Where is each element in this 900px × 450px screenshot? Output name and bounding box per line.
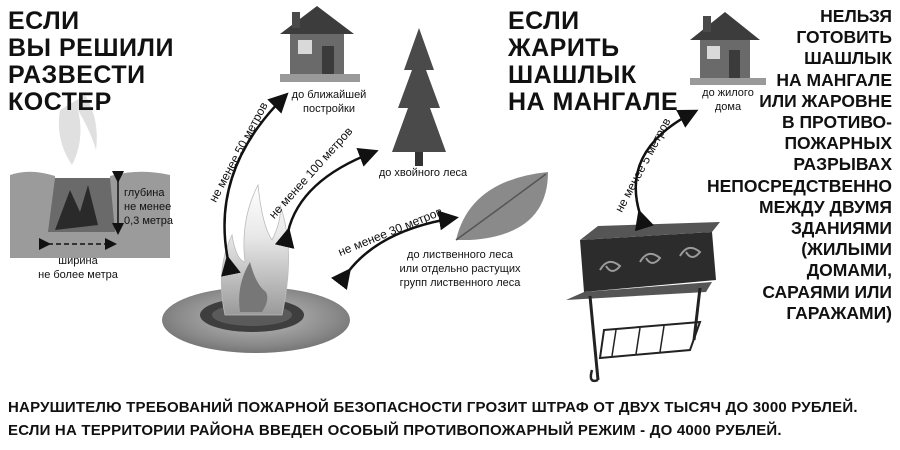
heading-grill: ЕСЛИ ЖАРИТЬ ШАШЛЫК НА МАНГАЛЕ [508, 7, 679, 116]
conifer-forest-label: до хвойного леса [378, 167, 468, 179]
residential-house-label: до жилого дома [702, 87, 754, 113]
distance-arrows [221, 92, 699, 290]
deciduous-forest-label: до лиственного леса или отдельно растущи… [399, 249, 521, 289]
house-icon-grill [690, 12, 766, 85]
heading-campfire: ЕСЛИ ВЫ РЕШИЛИ РАЗВЕСТИ КОСТЕР [8, 7, 174, 116]
house-icon [280, 6, 360, 82]
arrow-to-building [221, 92, 289, 277]
fine-notice-line-2: ЕСЛИ НА ТЕРРИТОРИИ РАЙОНА ВВЕДЕН ОСОБЫЙ … [8, 422, 782, 439]
pit-width-label: ширина не более метра [38, 255, 118, 281]
leaf-icon [455, 172, 548, 241]
grill-prohibition-text: НЕЛЬЗЯ ГОТОВИТЬ ШАШЛЫК НА МАНГАЛЕ ИЛИ ЖА… [706, 6, 892, 323]
grill-illustration [566, 222, 720, 383]
fire-pit-illustration [10, 95, 170, 258]
campfire-illustration [162, 183, 350, 353]
arrow-to-conifer [274, 147, 379, 249]
pit-depth-label: глубина не менее 0,3 метра [124, 187, 173, 227]
nearest-building-label: до ближайшей постройки [291, 89, 367, 115]
arrow-to-deciduous [330, 210, 459, 290]
arrow-to-house [634, 109, 699, 232]
fine-notice-line-1: НАРУШИТЕЛЮ ТРЕБОВАНИЙ ПОЖАРНОЙ БЕЗОПАСНО… [8, 399, 858, 416]
conifer-tree-icon [392, 28, 446, 166]
